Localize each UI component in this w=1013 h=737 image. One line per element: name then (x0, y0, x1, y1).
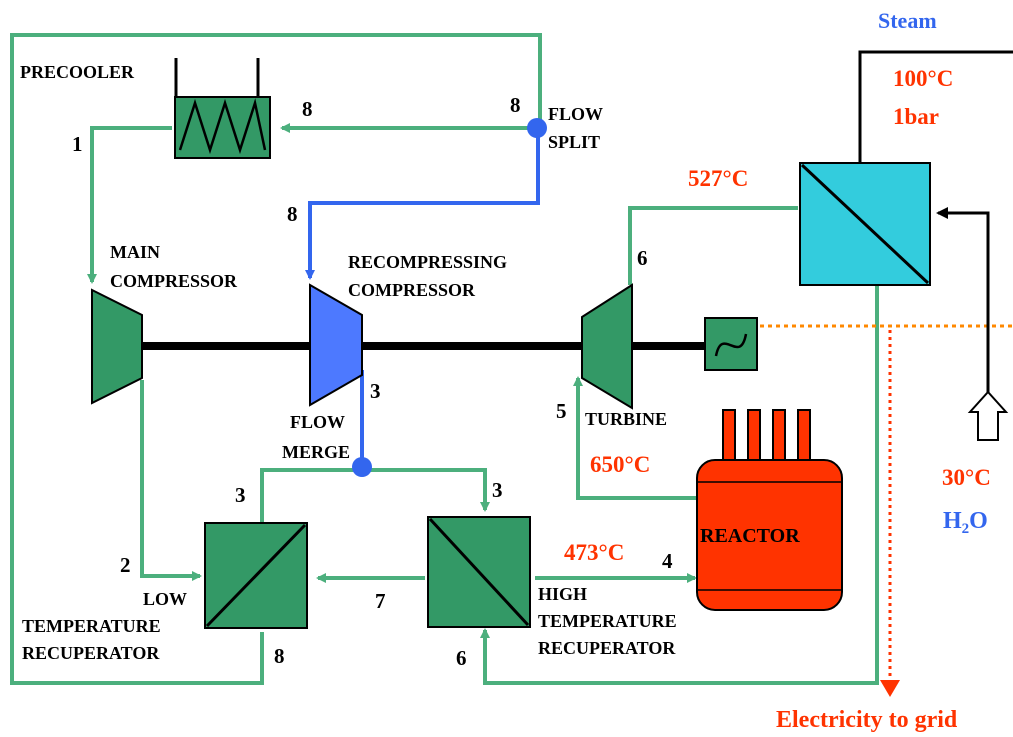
state-point-4: 4 (662, 549, 673, 573)
high-temperature-recuperator (427, 516, 531, 628)
steam-outlet-line (858, 50, 1013, 163)
state-point-5: 5 (556, 399, 567, 423)
state-point-3-ltr: 3 (235, 483, 246, 507)
water-inlet-line (936, 207, 990, 395)
merge-to-htr-line (370, 468, 490, 512)
state-point-3-recomp: 3 (370, 379, 381, 403)
steam-generator (799, 162, 931, 286)
main-compressor (91, 288, 143, 405)
reactor-inlet-temperature: 473°C (564, 540, 624, 565)
state-point-8-bottom: 8 (274, 644, 285, 668)
reactor (696, 409, 843, 611)
reactor-to-turbine-line (573, 376, 700, 500)
grid-arrow-icon (880, 680, 900, 697)
sine-wave-icon (714, 333, 748, 357)
generator (704, 317, 758, 371)
steam-lines (858, 50, 1013, 395)
state-point-2: 2 (120, 553, 131, 577)
precooler-label: PRECOOLER (20, 62, 135, 82)
turbine-label: TURBINE (585, 409, 667, 429)
flow-merge-node (352, 457, 372, 477)
turbine-outlet-temperature: 527°C (688, 166, 748, 191)
ltr-label-1: LOW (143, 589, 187, 609)
ltr-label-3: RECUPERATOR (22, 643, 160, 663)
water-inlet-temperature: 30°C (942, 465, 991, 490)
recompress-lines (305, 128, 540, 466)
state-point-8-recomp: 8 (287, 202, 298, 226)
turbine-to-steam-gen-line (628, 206, 798, 285)
electricity-label: Electricity to grid (776, 707, 958, 733)
reactor-outlet-temperature: 650°C (590, 452, 650, 477)
merge-to-ltr-line (260, 468, 360, 522)
flow-split-label-2: SPLIT (548, 132, 600, 152)
low-temperature-recuperator (204, 522, 308, 629)
flow-merge-label-2: MERGE (282, 442, 350, 462)
precooler-to-main-compressor-line (87, 126, 172, 284)
recompressing-label-2: COMPRESSOR (348, 280, 476, 300)
htr-label-3: RECUPERATOR (538, 638, 676, 658)
flow-split-node (527, 118, 547, 138)
steam-gen-to-htr-line (480, 285, 879, 685)
main-compressor-label-1: MAIN (110, 242, 160, 262)
flow-lines (10, 33, 879, 685)
state-point-1: 1 (72, 132, 83, 156)
state-point-8-precooler: 8 (302, 97, 313, 121)
state-point-7: 7 (375, 589, 386, 613)
turbine (581, 283, 633, 410)
split-to-recompressor-line (305, 128, 540, 280)
ltr-label-2: TEMPERATURE (22, 616, 161, 636)
recompressing-compressor (309, 283, 363, 407)
water-inlet-arrow-icon (967, 390, 1009, 441)
steam-label: Steam (878, 8, 937, 33)
precooler-coil-icon (178, 98, 267, 155)
h2o-label: H2O (943, 508, 988, 537)
state-point-6-turbine: 6 (637, 246, 648, 270)
state-point-6-bottom: 6 (456, 646, 467, 670)
steam-pressure: 1bar (893, 104, 939, 129)
flow-merge-label-1: FLOW (290, 412, 345, 432)
recompressing-label-1: RECOMPRESSING (348, 252, 507, 272)
outer-loop-line (10, 33, 542, 685)
htr-label-1: HIGH (538, 584, 587, 604)
htr-label-2: TEMPERATURE (538, 611, 677, 631)
shaft (140, 342, 705, 350)
state-point-3-htr: 3 (492, 478, 503, 502)
reactor-label: REACTOR (700, 525, 800, 547)
flow-split-label-1: FLOW (548, 104, 603, 124)
main-compressor-to-ltr-line (140, 380, 202, 581)
main-compressor-label-2: COMPRESSOR (110, 271, 238, 291)
precooler (174, 58, 271, 159)
state-point-8-split: 8 (510, 93, 521, 117)
steam-temperature: 100°C (893, 66, 953, 91)
